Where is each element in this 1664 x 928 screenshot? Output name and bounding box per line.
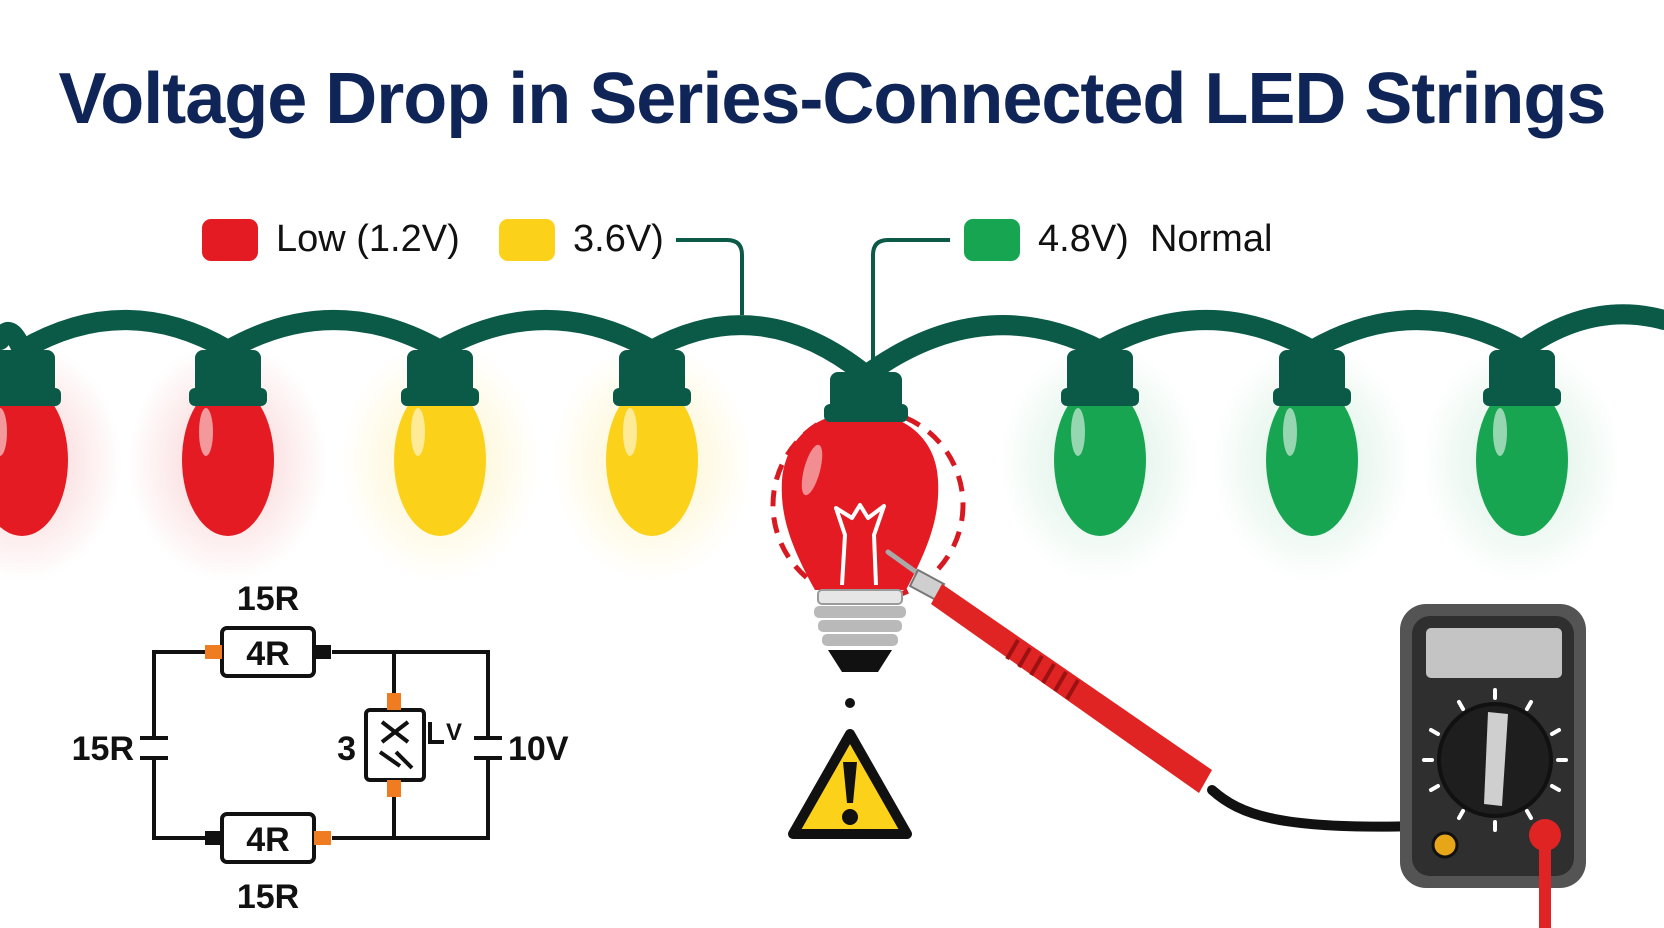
schematic-circuit: 15R 4R 15R 3 V 10V 4R 15R — [72, 580, 569, 916]
schematic-middle-unit: V — [446, 719, 462, 746]
test-probe — [885, 549, 1425, 832]
bulb-low-1 — [0, 350, 68, 536]
schematic-bottom-label: 15R — [237, 878, 299, 916]
schematic-top-label: 15R — [237, 580, 299, 618]
schematic-middle-label: 3 — [337, 730, 356, 768]
legend-leader-normal — [871, 238, 950, 368]
schematic-top-resistor-label: 4R — [246, 635, 289, 673]
bulb-mid-2 — [606, 350, 698, 536]
legend-swatch-low — [202, 218, 258, 261]
schematic-right-label: 10V — [508, 730, 569, 768]
bulb-normal-2 — [1266, 350, 1358, 536]
warning-triangle-icon — [788, 729, 912, 839]
legend-item-normal: 4.8V) Normal — [964, 218, 1272, 261]
bulb-normal-1 — [1054, 350, 1146, 536]
legend-label-normal: 4.8V) Normal — [1038, 218, 1273, 260]
page-title: Voltage Drop in Series-Connected LED Str… — [58, 59, 1607, 139]
legend-item-low: Low (1.2V) — [202, 218, 460, 261]
legend-item-mid: 3.6V) — [499, 218, 664, 261]
legend-swatch-normal — [964, 218, 1020, 261]
legend-leader-mid — [676, 238, 744, 315]
legend-swatch-mid — [499, 218, 555, 261]
bulb-faulty — [770, 372, 966, 708]
bulb-low-2 — [182, 350, 274, 536]
schematic-left-label: 15R — [72, 730, 134, 768]
multimeter-icon — [1400, 604, 1586, 928]
bulb-normal-3 — [1476, 350, 1568, 536]
schematic-led-component — [364, 708, 426, 782]
string-wire — [0, 304, 1664, 388]
legend-label-low: Low (1.2V) — [276, 218, 460, 260]
legend-label-mid: 3.6V) — [573, 218, 664, 260]
bulb-mid-1 — [394, 350, 486, 536]
schematic-bottom-resistor-label: 4R — [246, 821, 289, 859]
